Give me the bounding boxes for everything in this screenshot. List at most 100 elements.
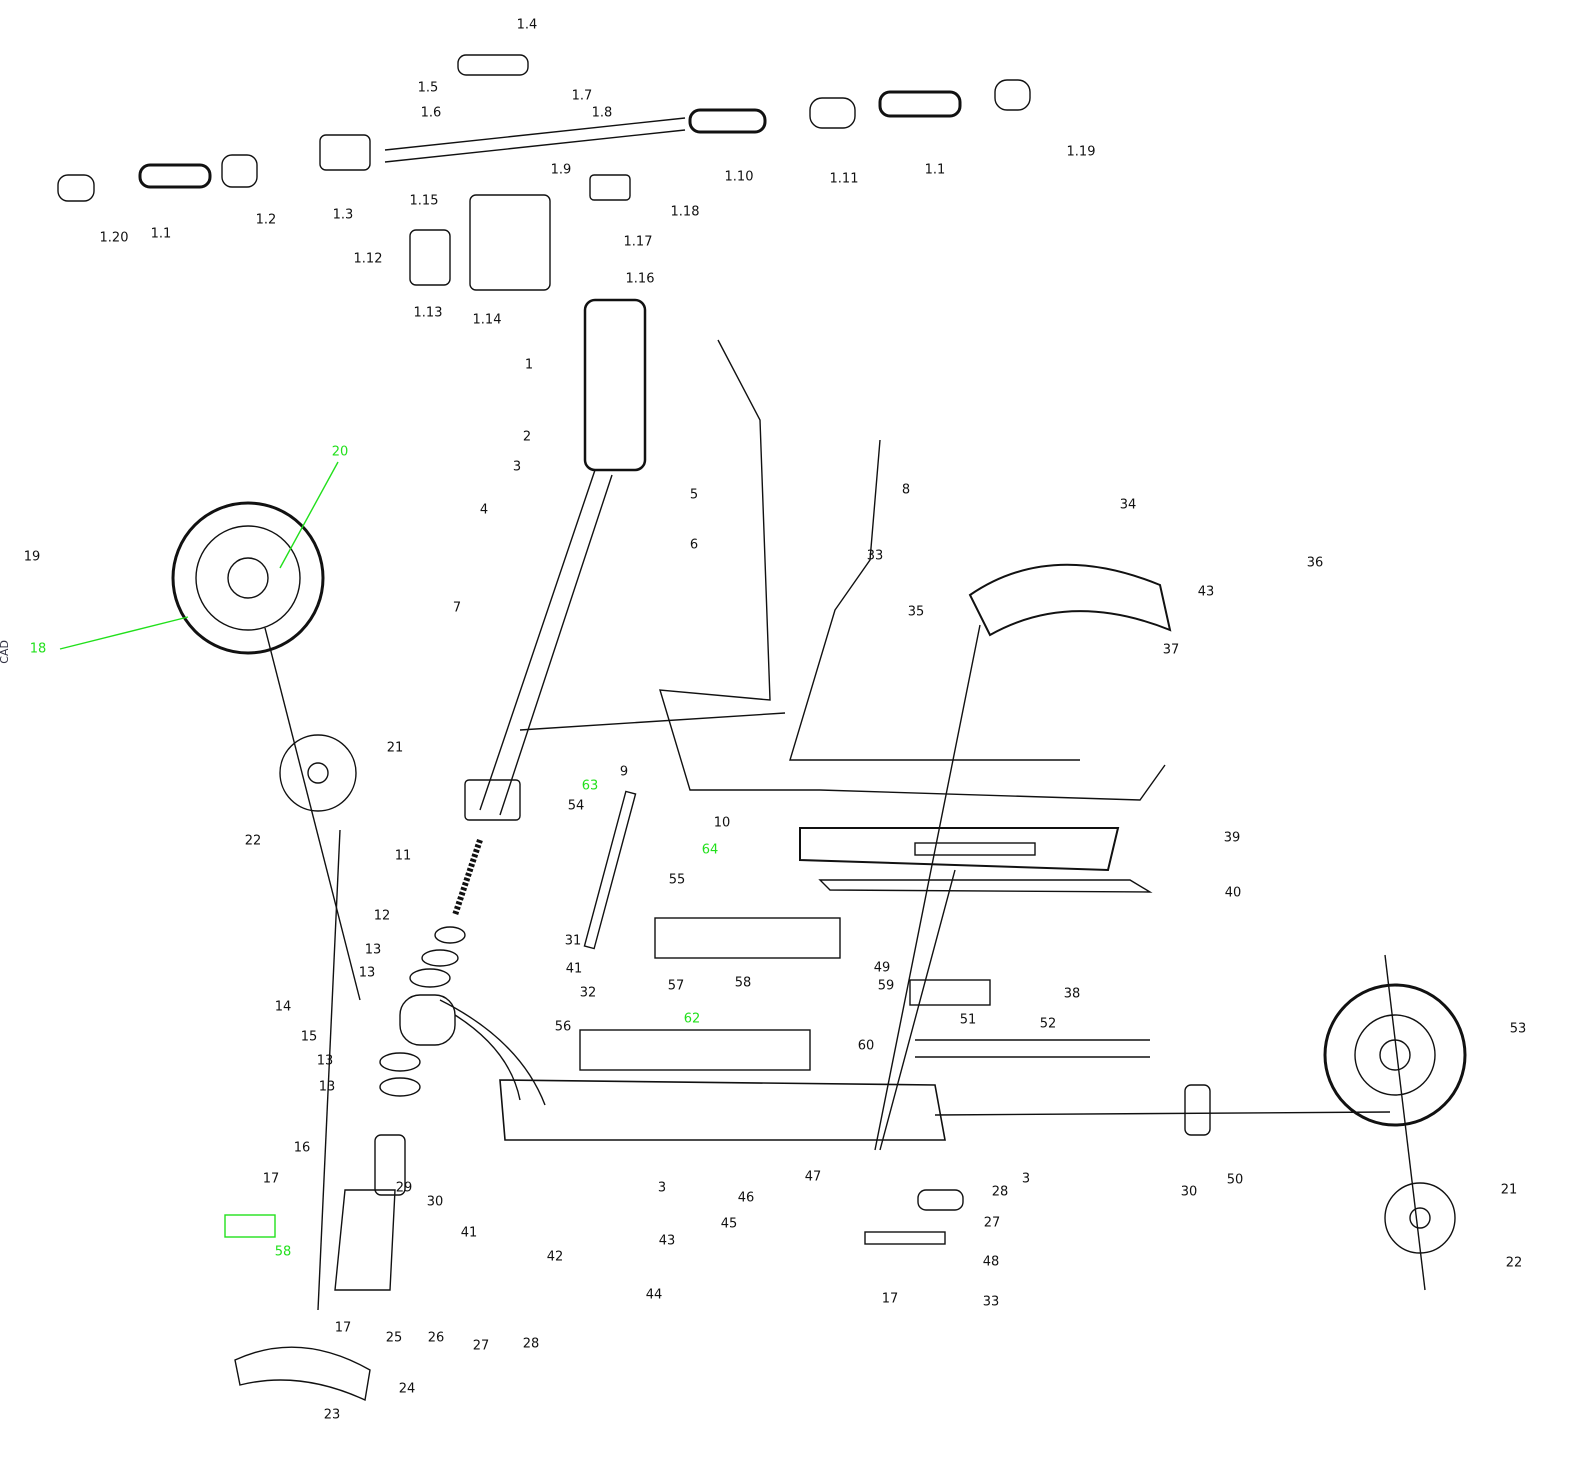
part-callout-label: 1.15 — [409, 193, 439, 209]
part-callout-label: 1.7 — [571, 88, 593, 104]
stem-and-fork — [234, 298, 647, 1402]
part-callout-label: 51 — [959, 1012, 977, 1028]
part-callout-label: 32 — [579, 985, 597, 1001]
part-callout-label: 24 — [398, 1381, 416, 1397]
part-callout-label: 1.10 — [724, 169, 754, 185]
part-callout-label: 1.19 — [1066, 144, 1096, 160]
part-callout-label: 30 — [1180, 1184, 1198, 1200]
part-callout-label: 9 — [619, 764, 629, 780]
part-callout-label: 12 — [373, 908, 391, 924]
part-callout-label: 63 — [581, 778, 599, 794]
green-highlight-parts — [59, 461, 339, 1238]
part-callout-label: 38 — [1063, 986, 1081, 1002]
part-callout-label: 13 — [358, 965, 376, 981]
part-callout-label: 36 — [1306, 555, 1324, 571]
part-callout-label: 3 — [1021, 1171, 1031, 1187]
part-callout-label: 3 — [512, 459, 522, 475]
part-callout-label: 17 — [881, 1291, 899, 1307]
part-callout-label: 52 — [1039, 1016, 1057, 1032]
part-callout-label: 55 — [668, 872, 686, 888]
part-callout-label: 58 — [274, 1244, 292, 1260]
deck-and-frame — [499, 712, 1153, 1141]
part-callout-label: 39 — [1223, 830, 1241, 846]
part-callout-label: 21 — [386, 740, 404, 756]
part-callout-label: 43 — [658, 1233, 676, 1249]
part-callout-label: 10 — [713, 815, 731, 831]
part-callout-label: 37 — [1162, 642, 1180, 658]
part-callout-label: 1.5 — [417, 80, 439, 96]
part-callout-label: 44 — [645, 1287, 663, 1303]
part-callout-label: 13 — [316, 1053, 334, 1069]
part-callout-label: 34 — [1119, 497, 1137, 513]
part-callout-label: 6 — [689, 537, 699, 553]
part-callout-label: 17 — [334, 1320, 352, 1336]
part-callout-label: 1.8 — [591, 105, 613, 121]
part-callout-label: 1.1 — [924, 162, 946, 178]
part-callout-label: 1.20 — [99, 230, 129, 246]
part-callout-label: 16 — [293, 1140, 311, 1156]
part-callout-label: 40 — [1224, 885, 1242, 901]
front-wheel — [171, 501, 361, 1311]
part-callout-label: 1.11 — [829, 171, 859, 187]
part-callout-label: 41 — [460, 1225, 478, 1241]
part-callout-label: 1.16 — [625, 271, 655, 287]
part-callout-label: 42 — [546, 1249, 564, 1265]
part-callout-label: 7 — [452, 600, 462, 616]
part-callout-label: 56 — [554, 1019, 572, 1035]
part-callout-label: 19 — [23, 549, 41, 565]
part-callout-label: 4 — [479, 502, 489, 518]
part-callout-label: 1.17 — [623, 234, 653, 250]
part-callout-label: 1.4 — [516, 17, 538, 33]
part-callout-label: 25 — [385, 1330, 403, 1346]
part-callout-label: 54 — [567, 798, 585, 814]
part-callout-label: 17 — [262, 1171, 280, 1187]
part-callout-label: 15 — [300, 1029, 318, 1045]
part-callout-label: 43 — [1197, 584, 1215, 600]
part-callout-label: 1 — [524, 357, 534, 373]
part-callout-label: 23 — [323, 1407, 341, 1423]
cables — [659, 339, 1166, 1058]
part-callout-label: 33 — [866, 548, 884, 564]
part-callout-label: 53 — [1509, 1021, 1527, 1037]
part-callout-label: 5 — [689, 487, 699, 503]
handlebar-assembly — [57, 54, 1031, 291]
part-callout-label: 27 — [472, 1338, 490, 1354]
part-callout-label: 1.2 — [255, 212, 277, 228]
part-callout-label: 13 — [364, 942, 382, 958]
part-callout-label: 13 — [318, 1079, 336, 1095]
part-callout-label: 45 — [720, 1216, 738, 1232]
part-callout-label: 28 — [522, 1336, 540, 1352]
part-callout-label: 22 — [244, 833, 262, 849]
part-callout-label: 8 — [901, 482, 911, 498]
part-callout-label: 22 — [1505, 1255, 1523, 1271]
part-callout-label: 11 — [394, 848, 412, 864]
part-callout-label: 46 — [737, 1190, 755, 1206]
part-callout-label: 57 — [667, 978, 685, 994]
part-callout-label: 48 — [982, 1254, 1000, 1270]
part-callout-label: 31 — [564, 933, 582, 949]
part-callout-label: 1.1 — [150, 226, 172, 242]
part-callout-label: 35 — [907, 604, 925, 620]
part-callout-label: 1.12 — [353, 251, 383, 267]
part-callout-label: 1.9 — [550, 162, 572, 178]
part-callout-label: 41 — [565, 961, 583, 977]
part-callout-label: 2 — [522, 429, 532, 445]
part-callout-label: 64 — [701, 842, 719, 858]
part-callout-label: 1.13 — [413, 305, 443, 321]
part-callout-label: 14 — [274, 999, 292, 1015]
part-callout-label: 1.18 — [670, 204, 700, 220]
part-callout-label: 3 — [657, 1180, 667, 1196]
part-callout-label: 33 — [982, 1294, 1000, 1310]
part-callout-label: 60 — [857, 1038, 875, 1054]
part-callout-label: 20 — [331, 444, 349, 460]
part-callout-label: 30 — [426, 1194, 444, 1210]
part-callout-label: 62 — [683, 1011, 701, 1027]
part-callout-label: 21 — [1500, 1182, 1518, 1198]
part-callout-label: 59 — [877, 978, 895, 994]
part-callout-label: 1.3 — [332, 207, 354, 223]
part-callout-label: 1.14 — [472, 312, 502, 328]
part-callout-label: 29 — [395, 1180, 413, 1196]
part-callout-label: 26 — [427, 1330, 445, 1346]
